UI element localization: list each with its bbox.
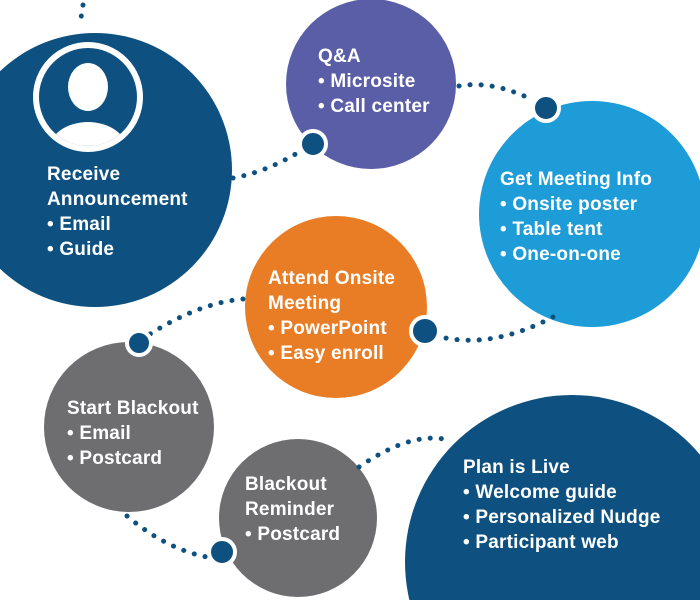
node-get-meeting-info [479,101,700,327]
node-title-line: Attend Onsite [268,268,396,289]
node-bullet: • Guide [47,239,115,260]
node-bullet: • One-on-one [500,244,621,265]
node-start-blackout [44,342,214,512]
node-title-line: Q&A [318,46,361,67]
node-bullet: • PowerPoint [268,318,387,339]
node-label-get-meeting-info: Get Meeting Info • Onsite poster • Table t… [500,167,652,267]
node-title-line: Blackout [245,474,327,495]
node-label-plan-is-live: Plan is Live • Welcome guide • Personalize… [463,455,661,555]
node-bullet: • Onsite poster [500,194,638,215]
node-bullet: • Microsite [318,71,416,92]
node-bullet: • Personalized Nudge [463,507,661,528]
node-blackout-reminder [219,439,377,597]
node-title-line: Start Blackout [67,398,199,419]
node-bullet: • Postcard [67,448,163,469]
node-bullet: • Email [47,214,112,235]
node-title-line: Receive [47,164,121,185]
node-bullet: • Table tent [500,219,603,240]
node-bullet: • Call center [318,96,430,117]
node-bullet: • Welcome guide [463,482,617,503]
node-bullet: • Participant web [463,532,619,553]
node-title-line: Reminder [245,499,335,520]
node-bullet: • Postcard [245,524,341,545]
node-attend-onsite-meeting [245,216,427,398]
node-title-line: Meeting [268,293,342,314]
node-label-start-blackout: Start Blackout • Email • Postcard [67,396,199,471]
node-label-q-and-a: Q&A • Microsite • Call center [318,44,430,119]
node-title-line: Announcement [47,189,188,210]
node-bullet: • Easy enroll [268,343,384,364]
node-title-line: Get Meeting Info [500,169,653,190]
node-bullet: • Email [67,423,132,444]
node-title-line: Plan is Live [463,457,570,478]
